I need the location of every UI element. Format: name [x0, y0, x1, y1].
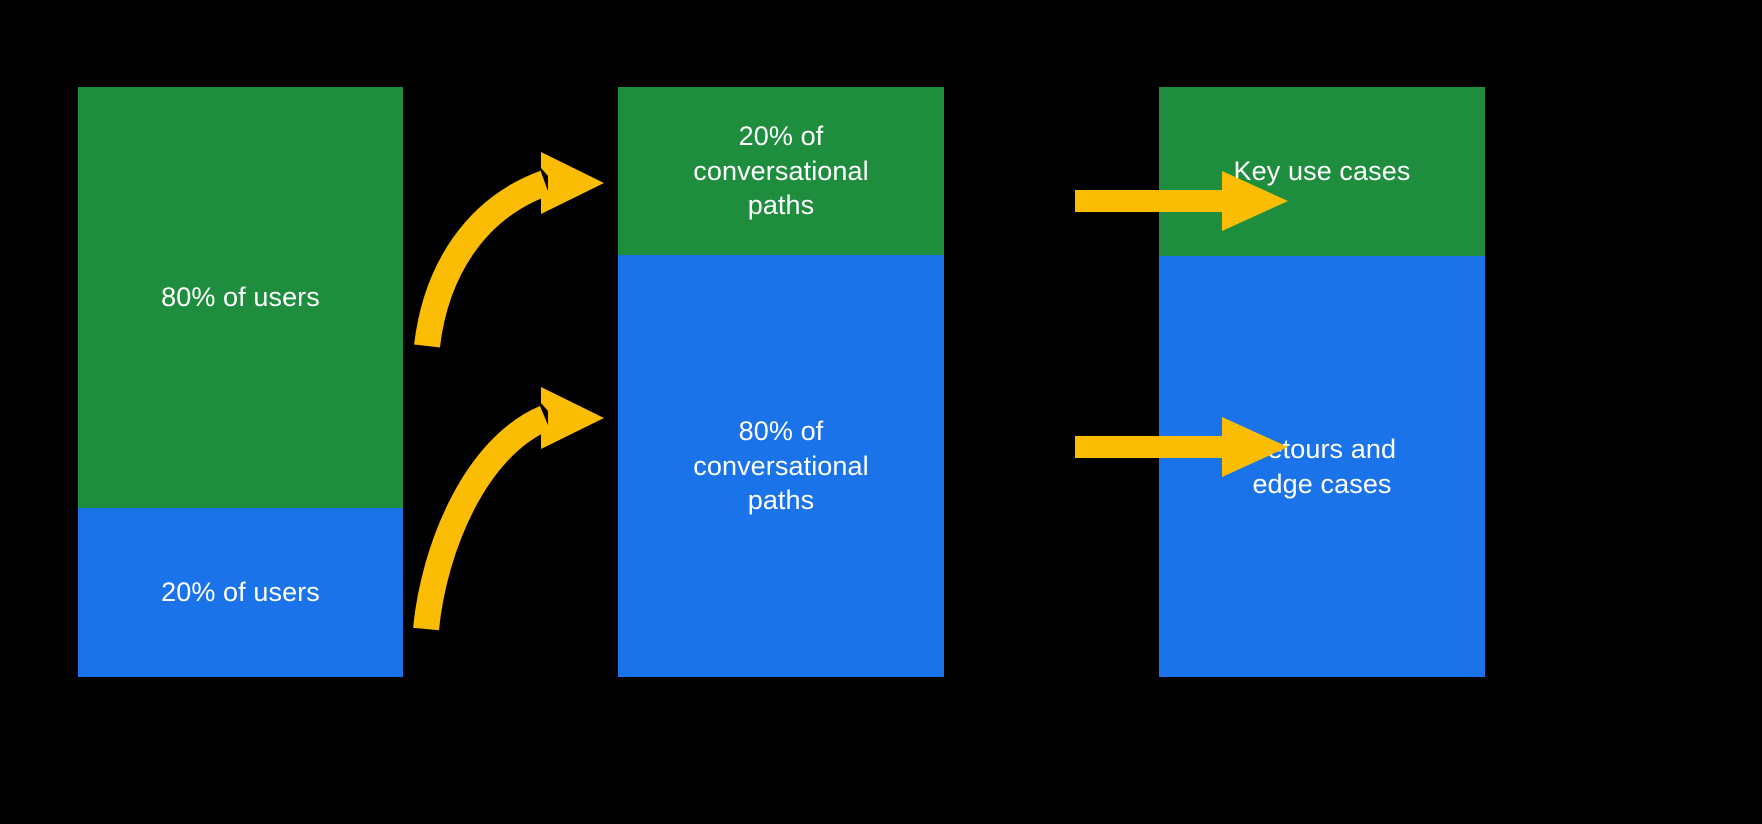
curved-arrow-up-icon — [414, 152, 604, 348]
segment-users-majority[interactable]: 80% of users — [78, 87, 403, 508]
segment-outcome-key-use-cases-label: Key use cases — [1233, 156, 1411, 187]
segment-paths-minority[interactable]: 20% of conversational paths — [618, 87, 944, 255]
segment-paths-majority[interactable]: 80% of conversational paths — [618, 255, 944, 677]
segment-users-minority-label: 20% of users — [161, 577, 320, 608]
segment-outcome-detours-label: Detours and edge cases — [1247, 433, 1397, 499]
curved-arrow-down-icon — [413, 387, 604, 631]
column-outcomes: Key use cases Detours and edge cases — [1159, 87, 1485, 677]
segment-users-minority[interactable]: 20% of users — [78, 508, 403, 677]
segment-users-majority-label: 80% of users — [161, 282, 320, 313]
column-conversational-paths: 20% of conversational paths 80% of conve… — [618, 87, 944, 677]
column-users: 80% of users 20% of users — [78, 87, 403, 677]
segment-paths-majority-label: 80% of conversational paths — [693, 416, 869, 516]
segment-paths-minority-label: 20% of conversational paths — [693, 121, 869, 221]
segment-outcome-key-use-cases[interactable]: Key use cases — [1159, 87, 1485, 256]
segment-outcome-detours[interactable]: Detours and edge cases — [1159, 256, 1485, 677]
